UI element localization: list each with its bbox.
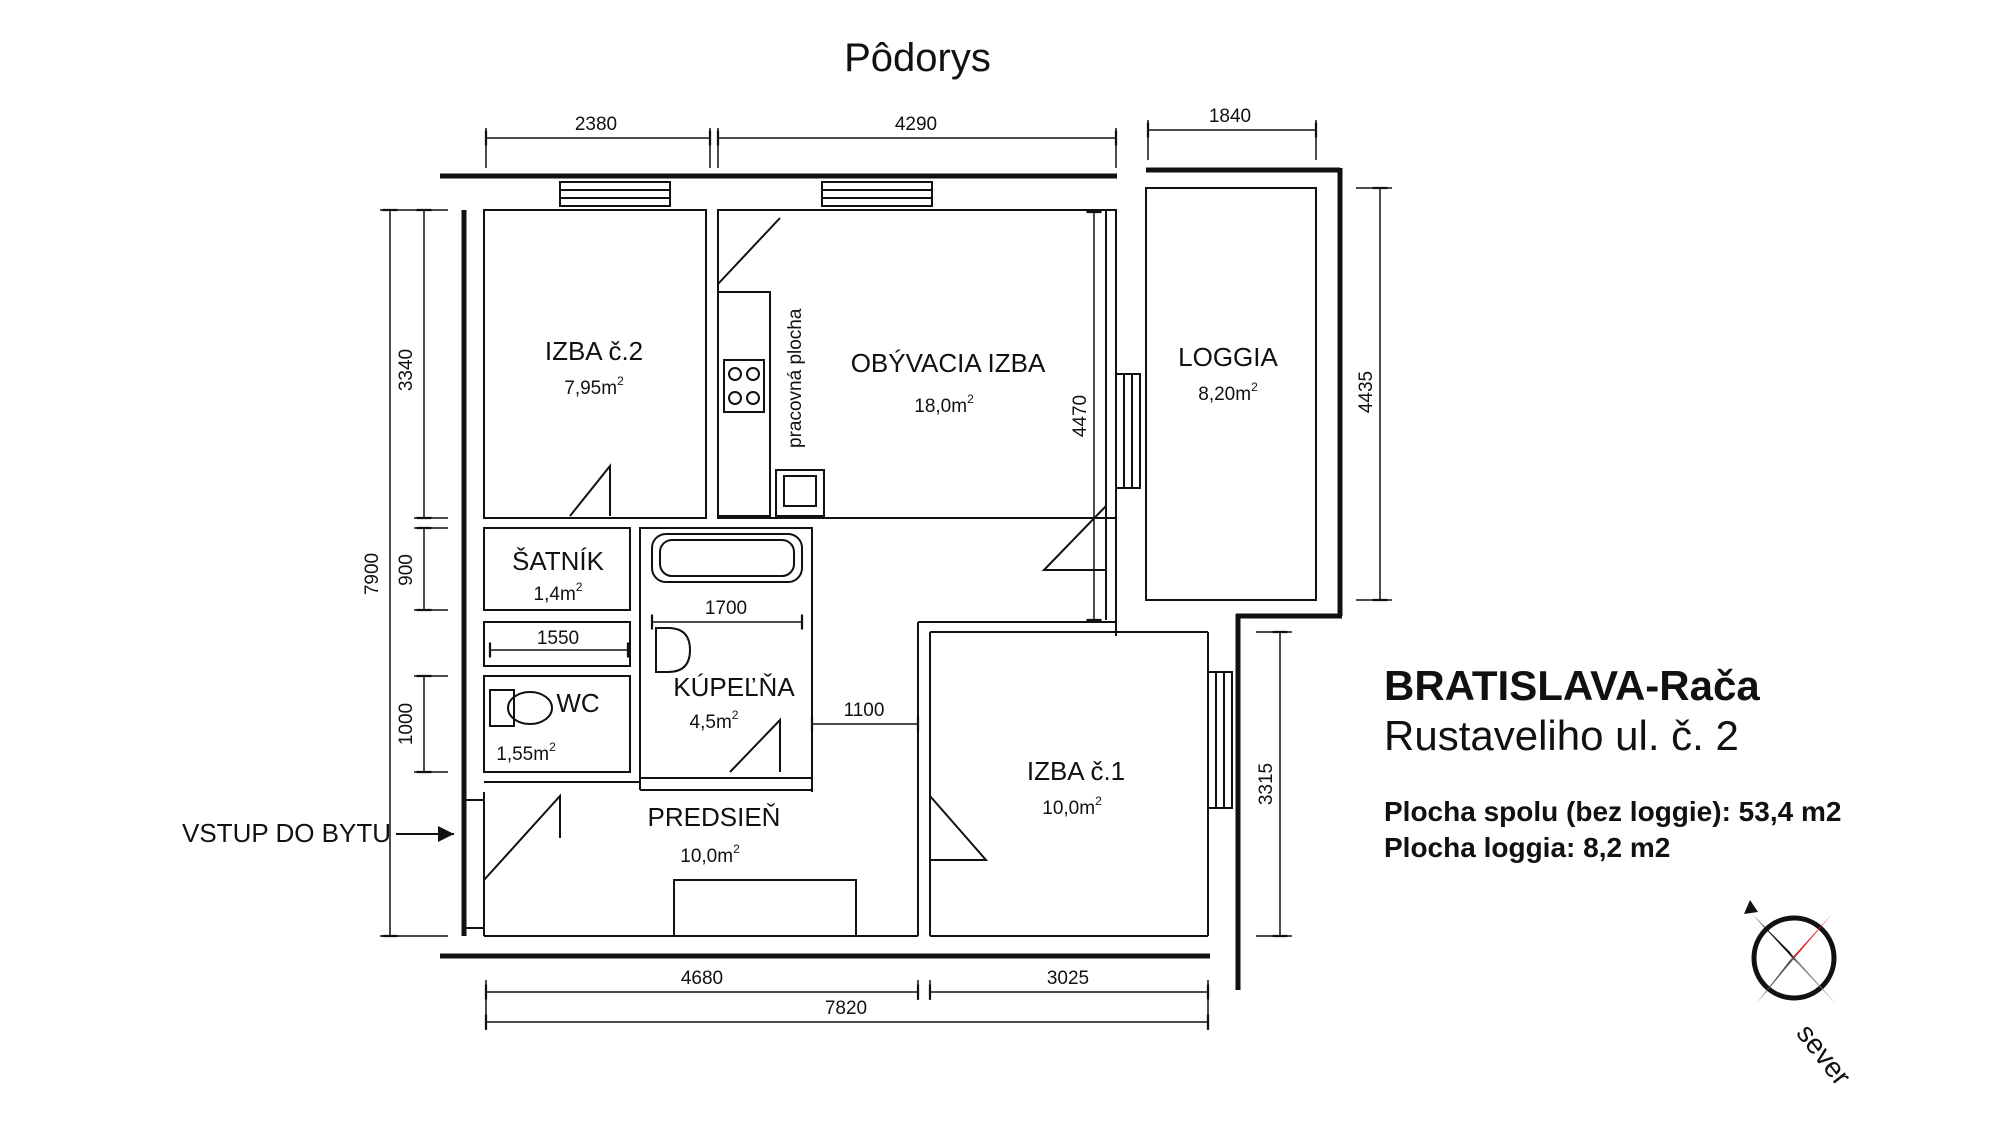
room-obyvacia-name: OBÝVACIA IZBA — [851, 348, 1046, 378]
dim-left-mid: 900 — [396, 554, 417, 586]
dim-right-room: 3315 — [1256, 763, 1277, 805]
room-kupelna-name: KÚPEĽŇA — [673, 672, 795, 702]
dim-top-mid: 4290 — [895, 114, 937, 135]
room-loggia-name: LOGGIA — [1178, 342, 1278, 372]
dim-right-loggia: 4435 — [1356, 371, 1377, 413]
bath-fixtures — [489, 533, 803, 727]
kitchen — [717, 291, 825, 517]
dim-left-lower: 1000 — [396, 703, 417, 745]
room-izba2-area: 7,95m2 — [564, 374, 624, 399]
dim-hall-1100: 1100 — [844, 700, 885, 721]
room-predsien-name: PREDSIEŇ — [648, 802, 781, 832]
room-labels: IZBA č.2 7,95m2 OBÝVACIA IZBA 18,0m2 LOG… — [496, 336, 1278, 867]
door-swings — [483, 217, 1107, 881]
room-wc-name: WC — [556, 688, 599, 718]
room-satnik-name: ŠATNÍK — [512, 546, 605, 576]
room-outlines — [483, 187, 1317, 937]
dimension-lines — [380, 120, 1392, 1030]
dimension-values: 2380 4290 1840 7900 3340 900 1000 4435 3… — [362, 106, 1377, 1019]
entrance-label: VSTUP DO BYTU — [182, 818, 391, 848]
room-predsien-area: 10,0m2 — [680, 842, 740, 867]
page-title: Pôdorys — [844, 36, 991, 80]
dim-top-right: 1840 — [1209, 106, 1251, 127]
room-izba1-name: IZBA č.1 — [1027, 756, 1125, 786]
dim-left-upper: 3340 — [396, 349, 417, 391]
area-total: Plocha spolu (bez loggie): 53,4 m2 — [1384, 796, 1842, 827]
room-loggia-area: 8,20m2 — [1198, 380, 1258, 405]
room-obyvacia-area: 18,0m2 — [914, 392, 974, 417]
dim-bottom-right: 3025 — [1047, 968, 1089, 989]
address-street: Rustaveliho ul. č. 2 — [1384, 712, 1739, 759]
windows — [463, 181, 1233, 929]
dim-top-left: 2380 — [575, 114, 617, 135]
dim-bath-1700: 1700 — [705, 598, 747, 619]
room-izba2-name: IZBA č.2 — [545, 336, 643, 366]
dim-inner-4470: 4470 — [1070, 395, 1091, 437]
outer-walls — [440, 167, 1343, 990]
dim-left-total: 7900 — [362, 553, 383, 595]
area-loggia: Plocha loggia: 8,2 m2 — [1384, 832, 1671, 863]
room-satnik-area: 1,4m2 — [534, 580, 583, 605]
dim-bottom-left: 4680 — [681, 968, 723, 989]
worktop-label: pracovná plocha — [785, 308, 806, 448]
room-wc-area: 1,55m2 — [496, 740, 556, 765]
compass-icon — [1744, 900, 1837, 1004]
room-kupelna-area: 4,5m2 — [690, 708, 739, 733]
room-izba1-area: 10,0m2 — [1042, 794, 1102, 819]
dim-bottom-total: 7820 — [825, 998, 867, 1019]
address-city: BRATISLAVA-Rača — [1384, 662, 1760, 709]
hall-cabinet — [673, 879, 857, 937]
dim-wardrobe-1550: 1550 — [537, 628, 579, 649]
